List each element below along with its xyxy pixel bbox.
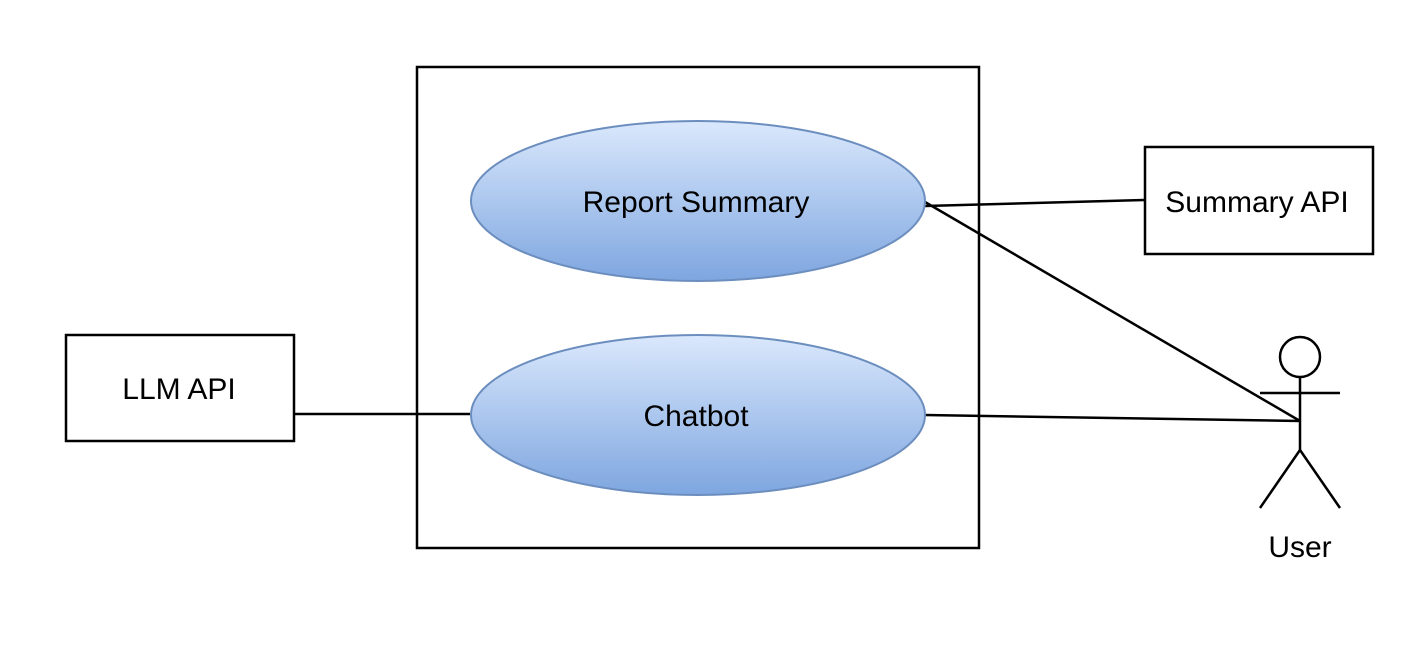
connector-report-summary-summary-api <box>924 198 1146 208</box>
system-llm-api-label: LLM API <box>122 373 235 406</box>
system-summary-api-label: Summary API <box>1165 186 1348 219</box>
actor-user[interactable]: User <box>1258 335 1342 564</box>
connector-report-summary-user <box>924 200 1301 423</box>
system-summary-api[interactable]: Summary API <box>1143 145 1375 256</box>
system-llm-api[interactable]: LLM API <box>64 333 296 443</box>
stick-figure-icon <box>1258 335 1342 509</box>
usecase-report-summary[interactable]: Report Summary <box>470 120 926 282</box>
system-boundary <box>415 65 981 550</box>
connector-chatbot-user <box>924 413 1301 423</box>
usecase-chatbot-label: Chatbot <box>643 400 749 433</box>
usecase-report-summary-label: Report Summary <box>583 186 810 219</box>
usecase-chatbot[interactable]: Chatbot <box>470 334 926 496</box>
actor-user-label: User <box>1268 531 1331 564</box>
